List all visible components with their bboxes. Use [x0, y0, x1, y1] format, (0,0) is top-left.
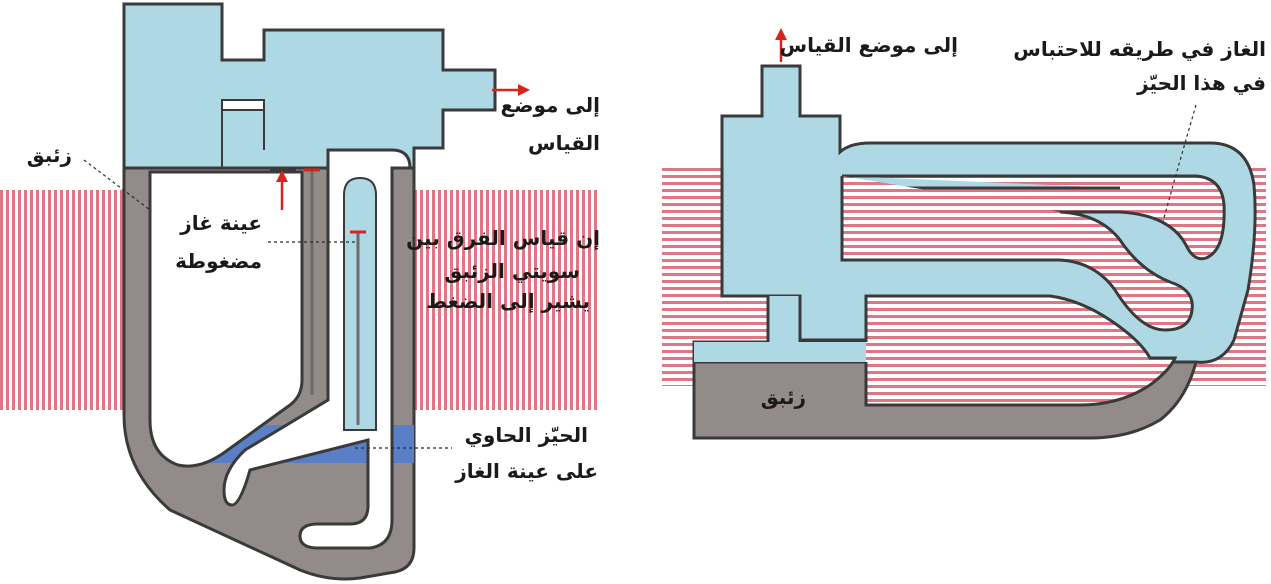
- right-stem: [768, 296, 800, 342]
- left-note-2: سويتي الزئبق: [444, 259, 580, 284]
- right-gas-leader: [1161, 104, 1197, 226]
- right-inner-wall-3: [864, 294, 1178, 407]
- right-mercury-label: زئبق: [761, 385, 806, 409]
- left-note-3: يشير إلى الضغط: [426, 289, 590, 313]
- left-mercury-label: زئبق: [27, 143, 72, 167]
- right-gas-label-2: في هذا الحيّز: [1136, 71, 1266, 96]
- left-mercury-leader: [83, 159, 151, 211]
- left-space-label-2: على عينة الغاز: [454, 459, 598, 483]
- left-gauge: إلى موضع القياس زئبق عينة غاز مضغوطة إن …: [0, 2, 600, 581]
- left-space-label-1: الحيّز الحاوي: [465, 423, 588, 448]
- right-gas-label-1: الغاز في طريقه للاحتباس: [1013, 37, 1266, 62]
- left-to-measurement-1: إلى موضع: [501, 93, 600, 117]
- left-gas-manifold: [122, 2, 497, 170]
- left-up-arrow: [276, 170, 288, 210]
- right-gauge: إلى موضع القياس الغاز في طريقه للاحتباس …: [662, 28, 1266, 440]
- right-lower-pool: [694, 342, 866, 362]
- left-manifold-neck: [221, 99, 265, 111]
- left-sample-label-2: مضغوطة: [175, 249, 262, 273]
- left-to-measurement-2: القياس: [528, 131, 600, 155]
- left-note-1: إن قياس الفرق بين: [406, 226, 600, 250]
- right-up-arrow: [775, 28, 787, 62]
- left-manifold-gap: [221, 110, 265, 168]
- left-capillary: [343, 176, 377, 431]
- left-right-arrow: [492, 84, 530, 96]
- left-sample-label-1: عينة غاز: [179, 211, 262, 235]
- left-inner-channel: [148, 170, 304, 468]
- right-inner-wall-2: [840, 176, 1194, 332]
- right-to-measurement: إلى موضع القياس: [780, 33, 958, 57]
